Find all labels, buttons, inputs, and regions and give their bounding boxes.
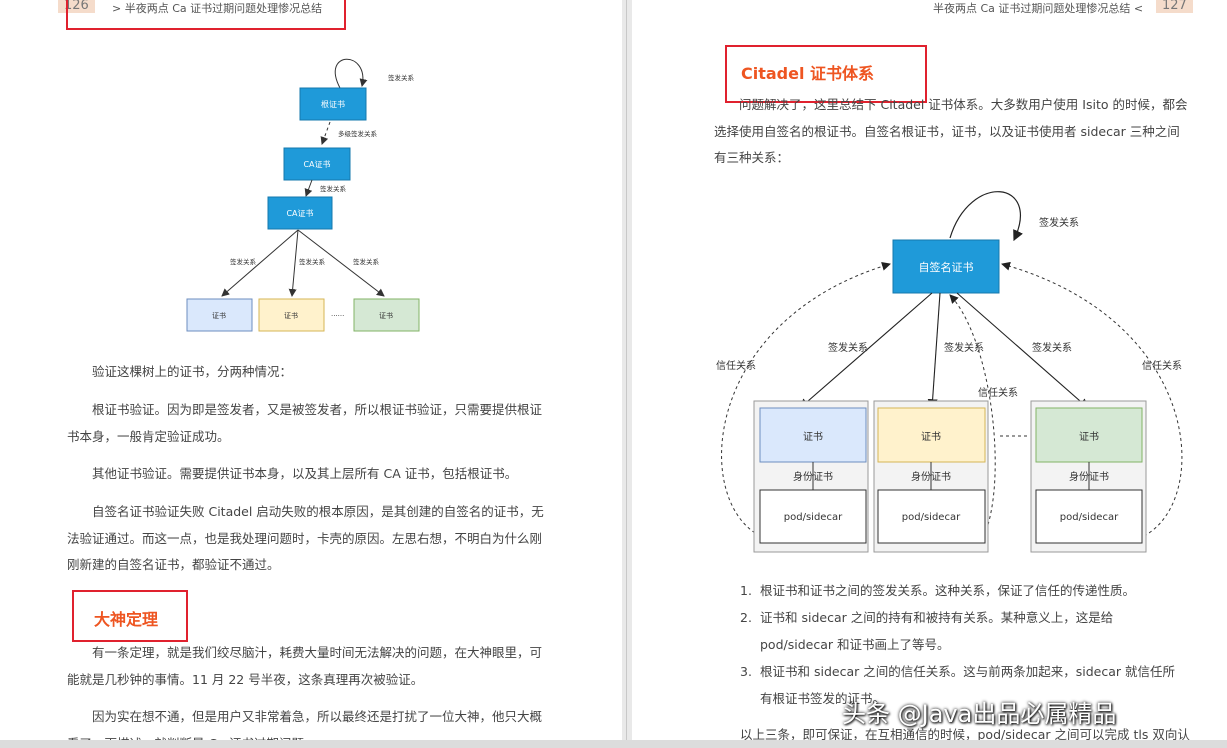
running-header: 半夜两点 Ca 证书过期问题处理惨况总结 <: [933, 2, 1144, 15]
leaf-cert-label-2: 证书: [284, 311, 298, 320]
cert-label: 证书: [1079, 431, 1099, 443]
ca-cert-node-2: [267, 196, 333, 230]
sign-label-3: 签发关系: [1032, 341, 1072, 354]
annotation-box: [725, 45, 927, 103]
list-number: 2.: [740, 610, 752, 625]
list-number: 1.: [740, 583, 752, 598]
cert-label: 证书: [921, 431, 941, 443]
certificate-tree-diagram: 根证书 签发关系 多级签发关系 CA证书 签发关系 CA证书 签发关系 签发关系…: [186, 58, 420, 332]
left-page: 126 > 半夜两点 Ca 证书过期问题处理惨况总结 根证书 签发关系 多级签发…: [0, 0, 622, 748]
self-sign-label: 签发关系: [388, 73, 415, 82]
leaf-cert-node-1: [186, 298, 253, 332]
section-heading: Citadel 证书体系: [741, 64, 875, 83]
root-cert-node: [299, 87, 367, 121]
trust-label-right: 信任关系: [1142, 359, 1182, 372]
sign-label-c: 签发关系: [353, 257, 380, 266]
ca-cert-node-1: [283, 147, 351, 181]
paragraph: 有一条定理，就是我们绞尽脑汁，耗费大量时间无法解决的问题，在大神眼里，可能就是几…: [67, 645, 543, 687]
paragraph: 验证这棵树上的证书，分两种情况：: [92, 364, 293, 379]
leaf-cert-label-1: 证书: [212, 311, 226, 320]
bottom-scrollbar[interactable]: [0, 740, 1227, 748]
list-text: 根证书和 sidecar 之间的信任关系。这与前两条加起来，sidecar 就信…: [760, 664, 1175, 706]
pod-label: pod/sidecar: [784, 512, 843, 523]
pod-group-2: 证书 身份证书 pod/sidecar: [873, 400, 989, 553]
list-text: 证书和 sidecar 之间的持有和被持有关系。某种意义上，这是给 pod/si…: [760, 610, 1114, 652]
annotation-box: [72, 590, 188, 642]
page-number: 127: [1156, 0, 1193, 13]
self-sign-label: 签发关系: [1039, 216, 1079, 229]
pod-label: pod/sidecar: [1060, 512, 1119, 523]
paragraph: 根证书验证。因为即是签发者，又是被签发者，所以根证书验证，只需要提供根证书本身，…: [67, 402, 543, 444]
list-number: 3.: [740, 664, 752, 679]
list-item: 1. 根证书和证书之间的签发关系。这种关系，保证了信任的传递性质。: [740, 578, 1190, 606]
citadel-cert-diagram: 签发关系 自签名证书 签发关系 签发关系 签发关系 信任关系 信任关系 信任关系…: [716, 191, 1183, 553]
sign-label-a: 签发关系: [230, 257, 257, 266]
running-header: > 半夜两点 Ca 证书过期问题处理惨况总结: [112, 2, 323, 15]
pod-label: pod/sidecar: [902, 512, 961, 523]
identity-label: 身份证书: [1069, 470, 1109, 483]
trust-label-mid: 信任关系: [978, 386, 1018, 399]
leaf-cert-label-3: 证书: [379, 311, 393, 320]
trust-label-left: 信任关系: [716, 359, 756, 372]
paragraph: 其他证书验证。需要提供证书本身，以及其上层所有 CA 证书，包括根证书。: [92, 466, 518, 481]
identity-label: 身份证书: [911, 470, 951, 483]
ca-cert-label-2: CA证书: [286, 208, 313, 218]
leaf-cert-node-3: [353, 298, 420, 332]
cert-label: 证书: [803, 431, 823, 443]
closing-paragraph: 以上三条，即可保证，在互相通信的时候，pod/sidecar 之间可以完成 tl…: [740, 727, 1190, 742]
list-item: 2. 证书和 sidecar 之间的持有和被持有关系。某种意义上，这是给 pod…: [740, 605, 1190, 659]
identity-label: 身份证书: [793, 470, 833, 483]
self-signed-cert-node: [892, 239, 1000, 294]
leaf-cert-node-2: [258, 298, 325, 332]
ca-cert-label-1: CA证书: [303, 159, 330, 169]
ellipsis: ······: [331, 312, 344, 320]
sign-label-1: 签发关系: [320, 184, 347, 193]
section-heading: 大神定理: [94, 610, 159, 629]
pod-group-3: 证书 身份证书 pod/sidecar: [1030, 400, 1147, 553]
pod-group-1: 证书 身份证书 pod/sidecar: [753, 400, 869, 553]
self-signed-cert-label: 自签名证书: [919, 260, 974, 274]
paragraph: 自签名证书验证失败 Citadel 启动失败的根本原因，是其创建的自签名的证书，…: [67, 504, 544, 572]
sign-label-b: 签发关系: [299, 257, 326, 266]
list-text: 根证书和证书之间的签发关系。这种关系，保证了信任的传递性质。: [760, 583, 1136, 598]
intro-paragraph: 问题解决了，这里总结下 Citadel 证书体系。大多数用户使用 Isito 的…: [714, 97, 1188, 165]
list-item: 3. 根证书和 sidecar 之间的信任关系。这与前两条加起来，sidecar…: [740, 659, 1190, 713]
right-page: 半夜两点 Ca 证书过期问题处理惨况总结 < 127 Citadel 证书体系 …: [632, 0, 1227, 748]
watermark: 头条 @Java出品必属精品: [842, 700, 1117, 728]
root-cert-label: 根证书: [321, 99, 345, 109]
annotation-box: [66, 0, 346, 30]
multi-sign-label: 多级签发关系: [338, 129, 378, 138]
sign-label-2: 签发关系: [944, 341, 984, 354]
sign-label-1: 签发关系: [828, 341, 868, 354]
gutter-divider: [626, 0, 627, 748]
